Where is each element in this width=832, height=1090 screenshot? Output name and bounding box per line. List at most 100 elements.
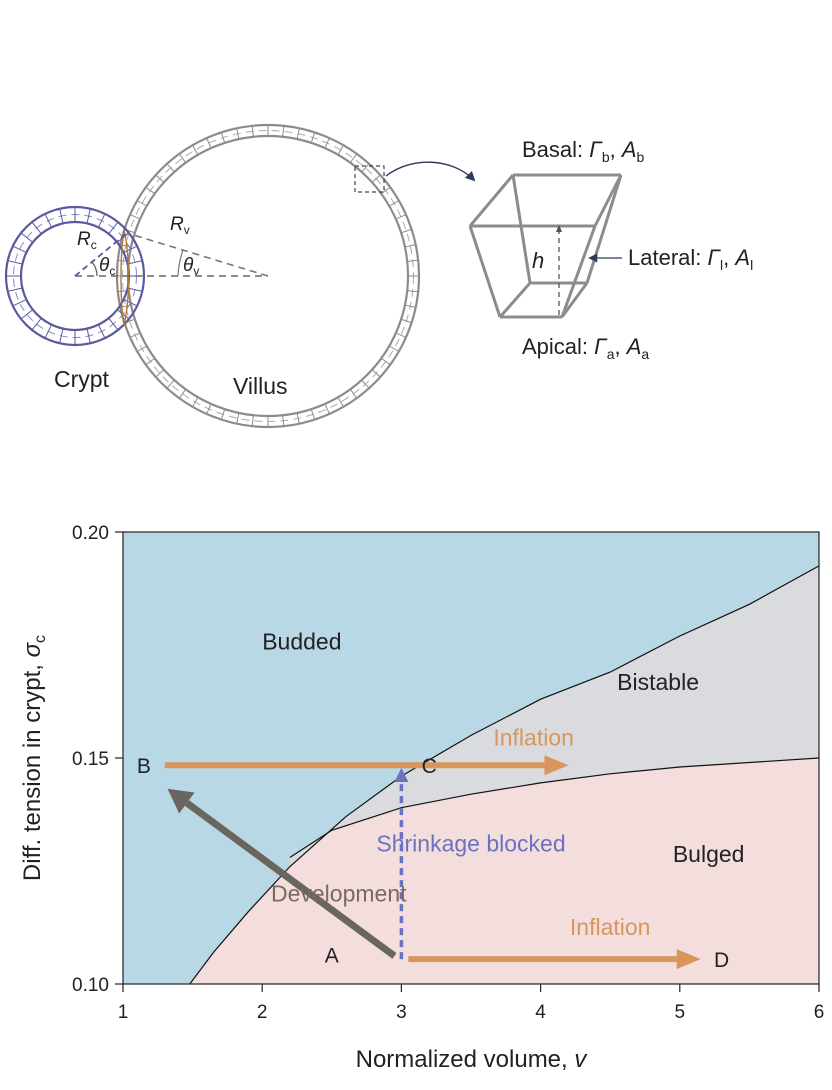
villus-cell-edge — [361, 163, 370, 173]
region-label-budded: Budded — [262, 629, 341, 655]
crypt-cell-edge — [12, 245, 27, 254]
arrow-inflation-head — [676, 949, 701, 970]
villus-cell-edge — [400, 318, 412, 324]
region-label-bulged: Bulged — [673, 841, 745, 867]
boundary-bulged — [289, 757, 820, 858]
crypt-cell-edge — [97, 213, 106, 228]
villus-cell-edge — [310, 408, 316, 420]
region-bistable — [290, 565, 819, 867]
villus-cell-edge — [178, 153, 187, 164]
villus-cell-edge — [395, 214, 407, 220]
arrow-shrinkage-blocked-head — [394, 767, 409, 782]
villus-cell-edge — [251, 125, 254, 137]
point-label-d: D — [714, 949, 729, 972]
basal-label: Basal: Γb, Ab — [522, 137, 645, 165]
crypt-cell-edge — [123, 298, 138, 307]
arrow-label-inflation: Inflation — [493, 724, 574, 750]
villus-cell-edge — [337, 144, 344, 156]
geometry-diagram: Rc Rv θc θv Crypt Villus h Basal: Γb, Ab — [4, 123, 753, 429]
crypt-cell-edge — [86, 208, 91, 224]
theta-c-label: θc — [99, 255, 115, 278]
villus-cell-edge — [324, 403, 330, 415]
villus-cell-edge — [371, 174, 381, 183]
villus-cell-edge — [129, 332, 141, 338]
x-tick-label: 1 — [118, 1002, 129, 1023]
villus-cell-edge — [324, 137, 330, 149]
x-tick-label: 4 — [535, 1002, 546, 1023]
villus-cell-edge — [337, 396, 344, 408]
villus-cell-edge — [361, 379, 370, 389]
rc-label: Rc — [77, 229, 97, 252]
villus-cell-edge — [282, 125, 285, 137]
point-label-c: C — [422, 755, 437, 778]
crypt-cell-edge — [123, 245, 138, 254]
arrow-development-head — [167, 788, 195, 814]
villus-cell-edge — [236, 412, 240, 424]
villus-cell-edge — [206, 403, 212, 415]
villus-cell-edge — [388, 200, 400, 207]
villus-cell-edge — [404, 244, 416, 248]
villus-cell-edge — [145, 186, 156, 195]
villus-cell-edge — [192, 144, 199, 156]
villus-cell-edge — [407, 290, 419, 293]
villus-cell-edge — [145, 357, 156, 366]
point-label-a: A — [325, 945, 339, 968]
arrow-label-development: Development — [271, 880, 407, 906]
villus-cell-edge — [192, 396, 199, 408]
crypt-cell-edge — [31, 221, 42, 235]
x-tick-label: 2 — [257, 1002, 268, 1023]
villus-cell-edge — [388, 345, 400, 352]
theta-v-label: θv — [183, 255, 199, 278]
crypt-cell-edge — [127, 260, 143, 265]
zoom-arrow — [385, 161, 476, 182]
y-tick-label: 0.10 — [72, 975, 109, 996]
height-label: h — [532, 248, 544, 273]
villus-cell-edge — [178, 388, 187, 399]
villus-cell-edge — [349, 388, 358, 399]
x-tick-label: 3 — [396, 1002, 407, 1023]
villus-cell-edge — [296, 128, 300, 140]
villus-cell-edge — [310, 132, 316, 144]
villus-cell-edge — [251, 415, 254, 427]
arrow-development-shaft — [184, 800, 397, 959]
crypt-cell-edge — [97, 324, 106, 339]
villus-cell-edge — [282, 415, 285, 427]
region-label-bistable: Bistable — [617, 669, 699, 695]
crypt-cell-edge — [31, 317, 42, 331]
boundary-budded — [189, 565, 820, 985]
crypt-cell-edge — [7, 260, 23, 265]
region-bulged — [189, 758, 820, 984]
villus-cell-edge — [380, 357, 391, 366]
crypt-cell-edge — [7, 287, 23, 292]
lateral-label: Lateral: Γl, Al — [628, 245, 753, 273]
crypt-label: Crypt — [54, 366, 110, 392]
x-axis-title: Normalized volume, v — [356, 1046, 589, 1073]
crypt-cell-edge — [127, 287, 143, 292]
villus-radius-line — [126, 232, 269, 277]
villus-cell-edge — [136, 345, 148, 352]
y-tick-label: 0.15 — [72, 749, 109, 770]
villus-cell-edge — [220, 408, 226, 420]
arrow-label-inflation: Inflation — [570, 914, 651, 940]
villus-label: Villus — [233, 373, 288, 399]
villus-cell-edge — [236, 128, 240, 140]
villus-cell-edge — [407, 259, 419, 262]
crypt-cell-edge — [20, 232, 34, 243]
apical-label: Apical: Γa, Aa — [522, 334, 649, 362]
crypt-radius-line — [74, 232, 128, 277]
x-tick-label: 5 — [675, 1002, 686, 1023]
crypt-cell-edge — [108, 317, 119, 331]
crypt-cell-edge — [59, 328, 64, 344]
villus-cell-edge — [220, 132, 226, 144]
villus-cell-edge — [155, 174, 165, 183]
crypt-cell-edge — [59, 208, 64, 224]
villus-cell-edge — [400, 228, 412, 234]
villus-cell-edge — [155, 369, 165, 378]
crypt-cell-edge — [20, 309, 34, 320]
crypt-cell-edge — [86, 328, 91, 344]
neck-junction — [120, 229, 130, 326]
point-label-b: B — [137, 755, 151, 778]
villus-cell-edge — [371, 369, 381, 378]
villus-cell-edge — [136, 200, 148, 207]
